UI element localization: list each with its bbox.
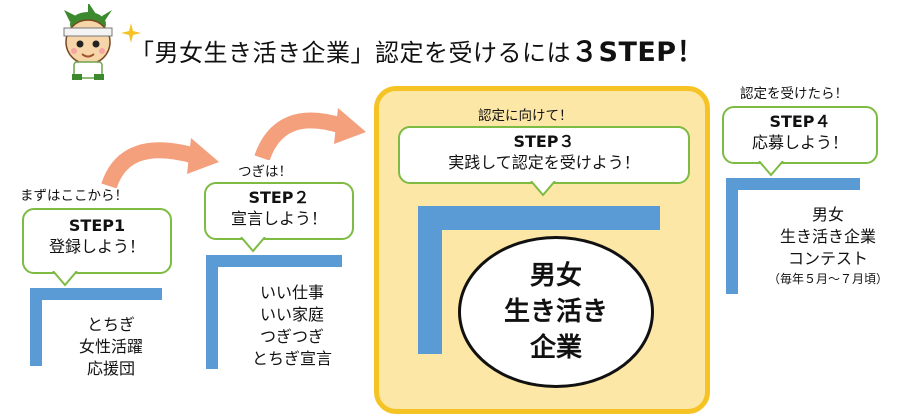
step2-body: いい仕事 いい家庭 つぎつぎ とちぎ宣言 bbox=[236, 282, 348, 370]
step1-body-line: とちぎ bbox=[86, 315, 135, 334]
step1-body: とちぎ 女性活躍 応援団 bbox=[56, 314, 166, 380]
step4-bubble: STEP４ 応募しよう！ bbox=[722, 106, 878, 164]
step1-heading: STEP1 bbox=[68, 216, 126, 235]
step2-text: 宣言しよう！ bbox=[230, 209, 327, 228]
arrow-1-icon bbox=[101, 138, 219, 188]
step3-bubble: STEP３ 実践して認定を受けよう！ bbox=[398, 126, 690, 184]
step4-note: （毎年５月～７月頃） bbox=[767, 272, 888, 286]
step1-body-line: 女性活躍 bbox=[78, 337, 143, 356]
step2-stair bbox=[206, 255, 342, 369]
step1-lead: まずはここから！ bbox=[20, 188, 128, 204]
step3-lead: 認定に向けて！ bbox=[478, 108, 573, 124]
step2-body-line: とちぎ宣言 bbox=[251, 349, 332, 368]
sparkle-icon bbox=[120, 22, 142, 44]
step4-body: 男女 生き活き企業 コンテスト （毎年５月～７月頃） bbox=[748, 204, 908, 288]
step4-stair bbox=[726, 178, 860, 294]
step3-heading: STEP３ bbox=[513, 132, 575, 151]
step4-body-line: コンテスト bbox=[787, 249, 868, 268]
goal-line: 企業 bbox=[529, 333, 582, 363]
step2-body-line: いい仕事 bbox=[259, 283, 324, 302]
step1-bubble-tail bbox=[52, 271, 78, 287]
step2-heading: STEP２ bbox=[248, 188, 310, 207]
step1-stair bbox=[30, 288, 162, 366]
step2-bubble: STEP２ 宣言しよう！ bbox=[204, 182, 354, 240]
goal-line: 男女 bbox=[529, 261, 582, 291]
step2-bubble-tail bbox=[240, 237, 266, 253]
title-main: 「男女生き活き企業」認定を受けるには bbox=[130, 39, 571, 67]
step3-text: 実践して認定を受けよう！ bbox=[448, 153, 640, 172]
step1-text: 登録しよう！ bbox=[48, 237, 145, 256]
step3-stair bbox=[418, 206, 660, 354]
step4-text: 応募しよう！ bbox=[751, 133, 848, 152]
mascot-icon bbox=[50, 2, 128, 82]
step4-lead: 認定を受けたら！ bbox=[740, 86, 848, 102]
goal-line: 生き活き bbox=[503, 297, 608, 327]
step1-bubble: STEP1 登録しよう！ bbox=[22, 208, 172, 274]
step2-lead: つぎは！ bbox=[238, 164, 292, 180]
step1-body-line: 応援団 bbox=[86, 359, 135, 378]
arrow-2-icon bbox=[254, 108, 366, 160]
step4-bubble-tail bbox=[758, 161, 784, 177]
step4-body-line: 男女 bbox=[811, 205, 844, 224]
step4-body-line: 生き活き企業 bbox=[779, 227, 876, 246]
step2-body-line: つぎつぎ bbox=[259, 327, 324, 346]
page-title: 「男女生き活き企業」認定を受けるには３STEP！ bbox=[130, 30, 704, 69]
step3-bubble-tail bbox=[530, 181, 556, 197]
step3-goal-circle: 男女 生き活き 企業 bbox=[458, 236, 654, 388]
step4-heading: STEP４ bbox=[769, 112, 831, 131]
title-emph: ３STEP！ bbox=[571, 37, 705, 68]
step2-body-line: いい家庭 bbox=[259, 305, 324, 324]
